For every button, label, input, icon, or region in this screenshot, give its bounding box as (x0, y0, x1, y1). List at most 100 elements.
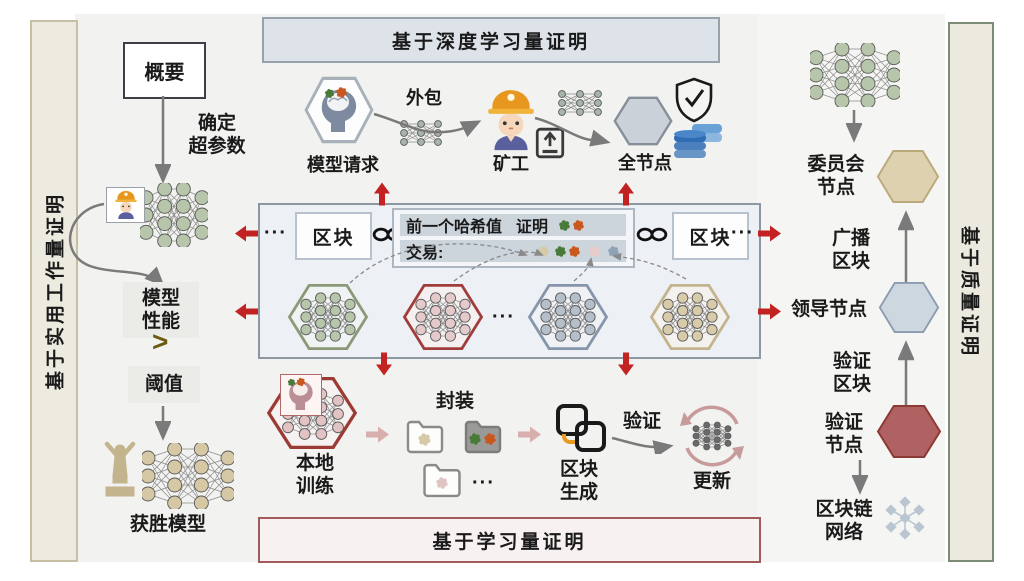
local-brain-box (280, 374, 322, 416)
left-proof-bar: 基于实用工作量证明 (30, 20, 78, 562)
folder-dots: ··· (472, 472, 495, 494)
update-label: 更新 (692, 471, 731, 492)
block-left-label: 区块 (312, 227, 355, 249)
outsourced-network-small (398, 118, 444, 148)
red-arrow-down-1 (376, 352, 393, 377)
tx-gear-green-icon (554, 245, 567, 258)
arrow-summary-to-model (155, 96, 171, 184)
tx-gear-pink-icon (588, 245, 601, 258)
proof-gear-green-icon (558, 219, 571, 232)
miner-node-hexagon-red (402, 283, 484, 351)
right-proof-bar-label: 基于质量证明 (958, 225, 980, 359)
summary-box: 概要 (123, 42, 206, 99)
winner-label: 获胜模型 (129, 514, 206, 535)
block-detail-row-tx: 交易: (400, 240, 626, 262)
block-generation-label: 区块 生成 (559, 459, 598, 504)
arrow-network-to-committee (846, 110, 862, 143)
arrow-validator-to-network (852, 460, 868, 495)
verify-node-hexagon (876, 404, 942, 459)
folder-multi-gear-green (468, 432, 482, 446)
arrow-validator-to-leader (898, 340, 914, 406)
outsource-label: 外包 (406, 88, 442, 108)
blockchain-network-label: 区块链 网络 (815, 499, 873, 544)
top-banner: 基于深度学习量证明 (262, 17, 720, 63)
model-request-hexagon (304, 76, 374, 144)
full-node-hexagon (613, 96, 673, 146)
miner-label: 矿工 (493, 154, 529, 174)
miner-avatar (488, 90, 534, 151)
arrow-miner-to-fullnode (534, 116, 611, 147)
committee-node-label: 委员会 节点 (807, 154, 865, 199)
blockchain-network-icon (885, 496, 925, 540)
block-right: 区块 (672, 212, 749, 260)
database-icon (674, 124, 722, 158)
prev-hash-label: 前一个哈希值 (406, 219, 503, 236)
right-proof-bar: 基于质量证明 (948, 22, 994, 562)
block-detail: 前一个哈希值 证明 交易: (392, 208, 635, 268)
upload-icon (535, 127, 565, 159)
threshold-label: 阈值 (128, 366, 200, 404)
greater-than-symbol: > (152, 326, 169, 357)
summary-label: 概要 (144, 62, 185, 84)
proof-label: 证明 (516, 219, 549, 236)
local-training-hexagon (266, 374, 358, 450)
red-arrow-up-1 (374, 182, 391, 206)
bottom-banner-label: 基于学习量证明 (432, 531, 587, 553)
leader-node-hexagon (878, 281, 940, 334)
red-arrow-right-1 (758, 225, 782, 242)
brain-head-icon (321, 89, 357, 132)
tx-gear-blue-icon (607, 245, 620, 258)
update-cycle (674, 400, 750, 472)
local-training-label: 本地 训练 (295, 453, 334, 498)
red-arrow-right-2 (758, 303, 782, 320)
verify-block-label: 验证 区块 (832, 351, 871, 396)
miner-node-hexagon-green (287, 283, 369, 351)
bottom-banner: 基于学习量证明 (258, 517, 761, 563)
full-node-label: 全节点 (618, 153, 672, 173)
block-right-label: 区块 (689, 227, 732, 249)
block-detail-row-hash: 前一个哈希值 证明 (400, 214, 626, 236)
miner-thumbnail-box (106, 187, 145, 223)
tx-gear-orange-icon (568, 245, 581, 258)
arrow-verify (611, 436, 674, 454)
performance-label: 模型 性能 (123, 282, 199, 339)
chain-link-icon-right (636, 227, 668, 242)
pink-arrow-1 (366, 426, 390, 443)
proof-gear-orange-icon (572, 219, 585, 232)
committee-node-hexagon (876, 149, 940, 204)
candidate-model-network (140, 183, 208, 247)
tx-label: 交易: (406, 245, 444, 262)
folder-multi-gear-orange (483, 432, 497, 446)
red-arrow-left-1 (234, 225, 258, 242)
leader-node-label: 领导节点 (790, 299, 867, 320)
committee-network (810, 43, 900, 107)
miner-thumbnail-icon (114, 190, 137, 219)
winning-model-network (142, 443, 234, 509)
miner-node-hexagon-tan (649, 283, 731, 351)
shield-check-icon (675, 77, 713, 123)
model-request-label: 模型请求 (307, 155, 379, 175)
chain-dots-right: ··· (731, 222, 754, 244)
red-arrow-down-2 (618, 352, 635, 377)
pink-arrow-2 (518, 426, 542, 443)
broadcast-block-label: 广播 区块 (831, 228, 870, 273)
trained-network-small (556, 88, 604, 118)
pink-brain-head-icon (289, 381, 313, 410)
arrow-threshold-to-winner (155, 406, 171, 441)
red-arrow-up-2 (618, 182, 635, 206)
verify-label: 验证 (622, 411, 661, 432)
red-arrow-left-2 (234, 303, 258, 320)
arrow-loop-to-performance (68, 202, 165, 287)
block-generation-icon (556, 404, 606, 452)
folder-tan-gear (417, 432, 432, 447)
verify-node-label: 验证 节点 (824, 412, 863, 457)
folder-pink-gear (435, 476, 449, 490)
package-label: 封装 (435, 391, 474, 412)
tx-gear-tan-icon (537, 245, 550, 258)
miner-node-dots: ··· (492, 306, 515, 328)
chain-dots-left: ··· (264, 222, 287, 244)
winner-figure-icon (104, 441, 136, 497)
block-left: 区块 (295, 212, 372, 260)
top-banner-label: 基于深度学习量证明 (391, 31, 590, 53)
